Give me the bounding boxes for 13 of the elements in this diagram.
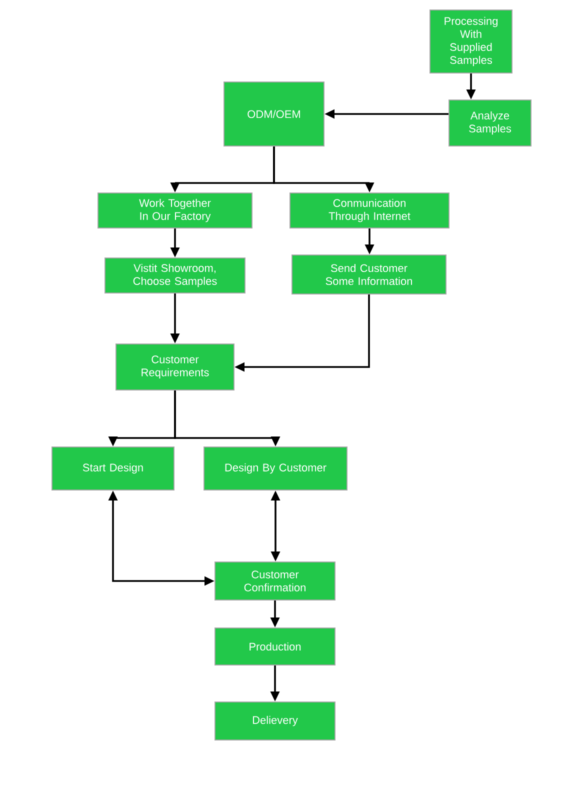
- process-box: Production: [214, 628, 336, 666]
- process-box: Customer Requirements: [116, 344, 234, 390]
- process-box: Processing With Supplied Samples: [430, 10, 512, 74]
- process-box: Customer Confirmation: [214, 562, 336, 600]
- process-box: Analyze Samples: [448, 100, 532, 146]
- process-box: Delievery: [214, 702, 336, 740]
- process-box: Conmunication Through Internet: [290, 192, 450, 228]
- process-box: ODM/OEM: [224, 82, 324, 146]
- process-box: Start Design: [52, 446, 174, 490]
- process-box: Vistit Showroom, Choose Samples: [104, 258, 246, 294]
- process-box: Design By Customer: [204, 446, 348, 490]
- process-box: Work Together In Our Factory: [98, 192, 252, 228]
- process-box: Send Customer Some Information: [292, 254, 446, 294]
